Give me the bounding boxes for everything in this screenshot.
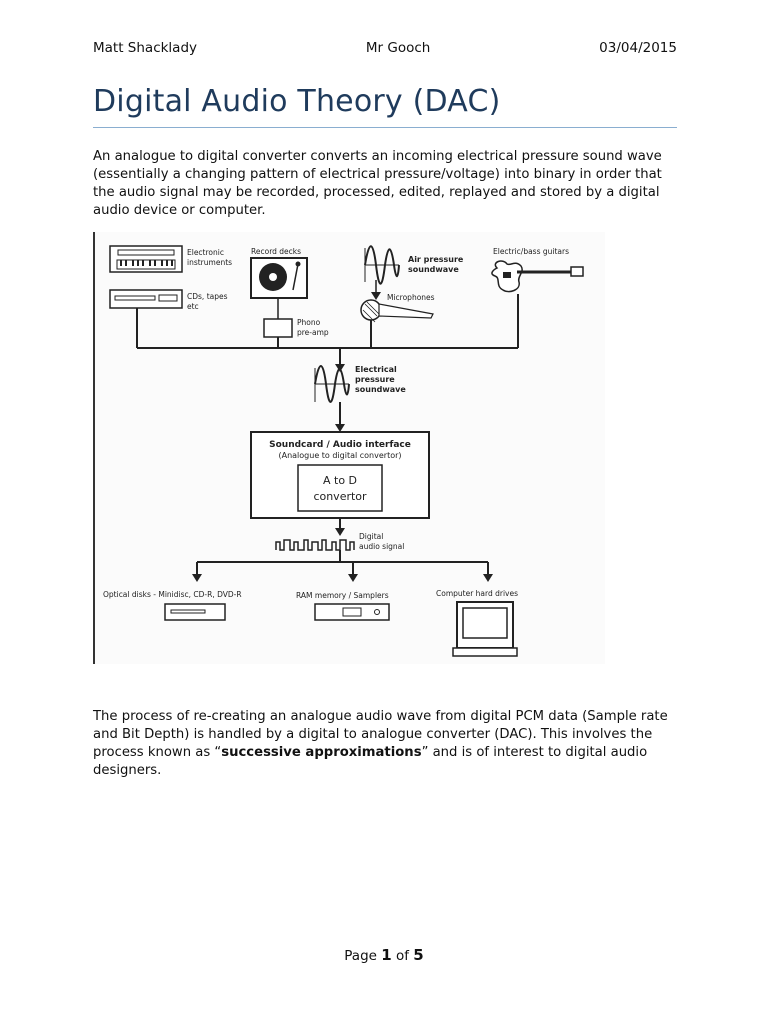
label-optical: Optical disks - Minidisc, CD-R, DVD-R xyxy=(103,590,242,599)
process-paragraph: The process of re-creating an analogue a… xyxy=(93,709,668,778)
label-soundcard: Soundcard / Audio interface xyxy=(269,440,411,450)
phono-preamp-box xyxy=(263,318,293,338)
author-name: Matt Shacklady xyxy=(93,40,198,56)
page-footer: Page 1 of 5 xyxy=(0,946,768,964)
label-atod-line2: convertor xyxy=(313,490,367,503)
air-pressure-wave-icon xyxy=(364,245,400,285)
intro-paragraph: An analogue to digital converter convert… xyxy=(93,149,662,218)
keyboard-icon xyxy=(109,245,183,273)
electrical-wave-icon xyxy=(314,365,350,403)
sampler-icon xyxy=(314,603,390,621)
label-record-decks: Record decks xyxy=(251,247,301,256)
label-microphones: Microphones xyxy=(387,293,435,302)
output-bus-lines xyxy=(196,550,489,576)
guitar-icon xyxy=(491,260,584,293)
cd-player-icon xyxy=(109,289,183,309)
label-ram: RAM memory / Samplers xyxy=(296,591,389,600)
label-soundcard-sub: (Analogue to digital convertor) xyxy=(278,451,401,460)
input-bus-lines xyxy=(136,294,519,366)
page-word: Page xyxy=(344,948,377,964)
digital-signal-icon xyxy=(275,539,355,551)
optical-drive-icon xyxy=(164,603,226,621)
of-word: of xyxy=(395,948,409,964)
label-guitars: Electric/bass guitars xyxy=(493,247,569,256)
current-page: 1 xyxy=(381,946,392,964)
total-pages: 5 xyxy=(413,946,424,964)
bold-term: successive approximations xyxy=(221,745,422,760)
page-header: Matt Shacklady Mr Gooch 03/04/2015 xyxy=(93,40,677,56)
label-hard-drives: Computer hard drives xyxy=(436,589,518,598)
computer-icon xyxy=(452,601,518,657)
document-date: 03/04/2015 xyxy=(599,40,677,56)
teacher-name: Mr Gooch xyxy=(365,40,431,56)
microphone-icon xyxy=(360,299,434,323)
atod-box xyxy=(297,464,383,512)
turntable-icon xyxy=(250,257,308,299)
page-title: Digital Audio Theory (DAC) xyxy=(93,84,677,128)
label-atod-line1: A to D xyxy=(323,474,357,487)
